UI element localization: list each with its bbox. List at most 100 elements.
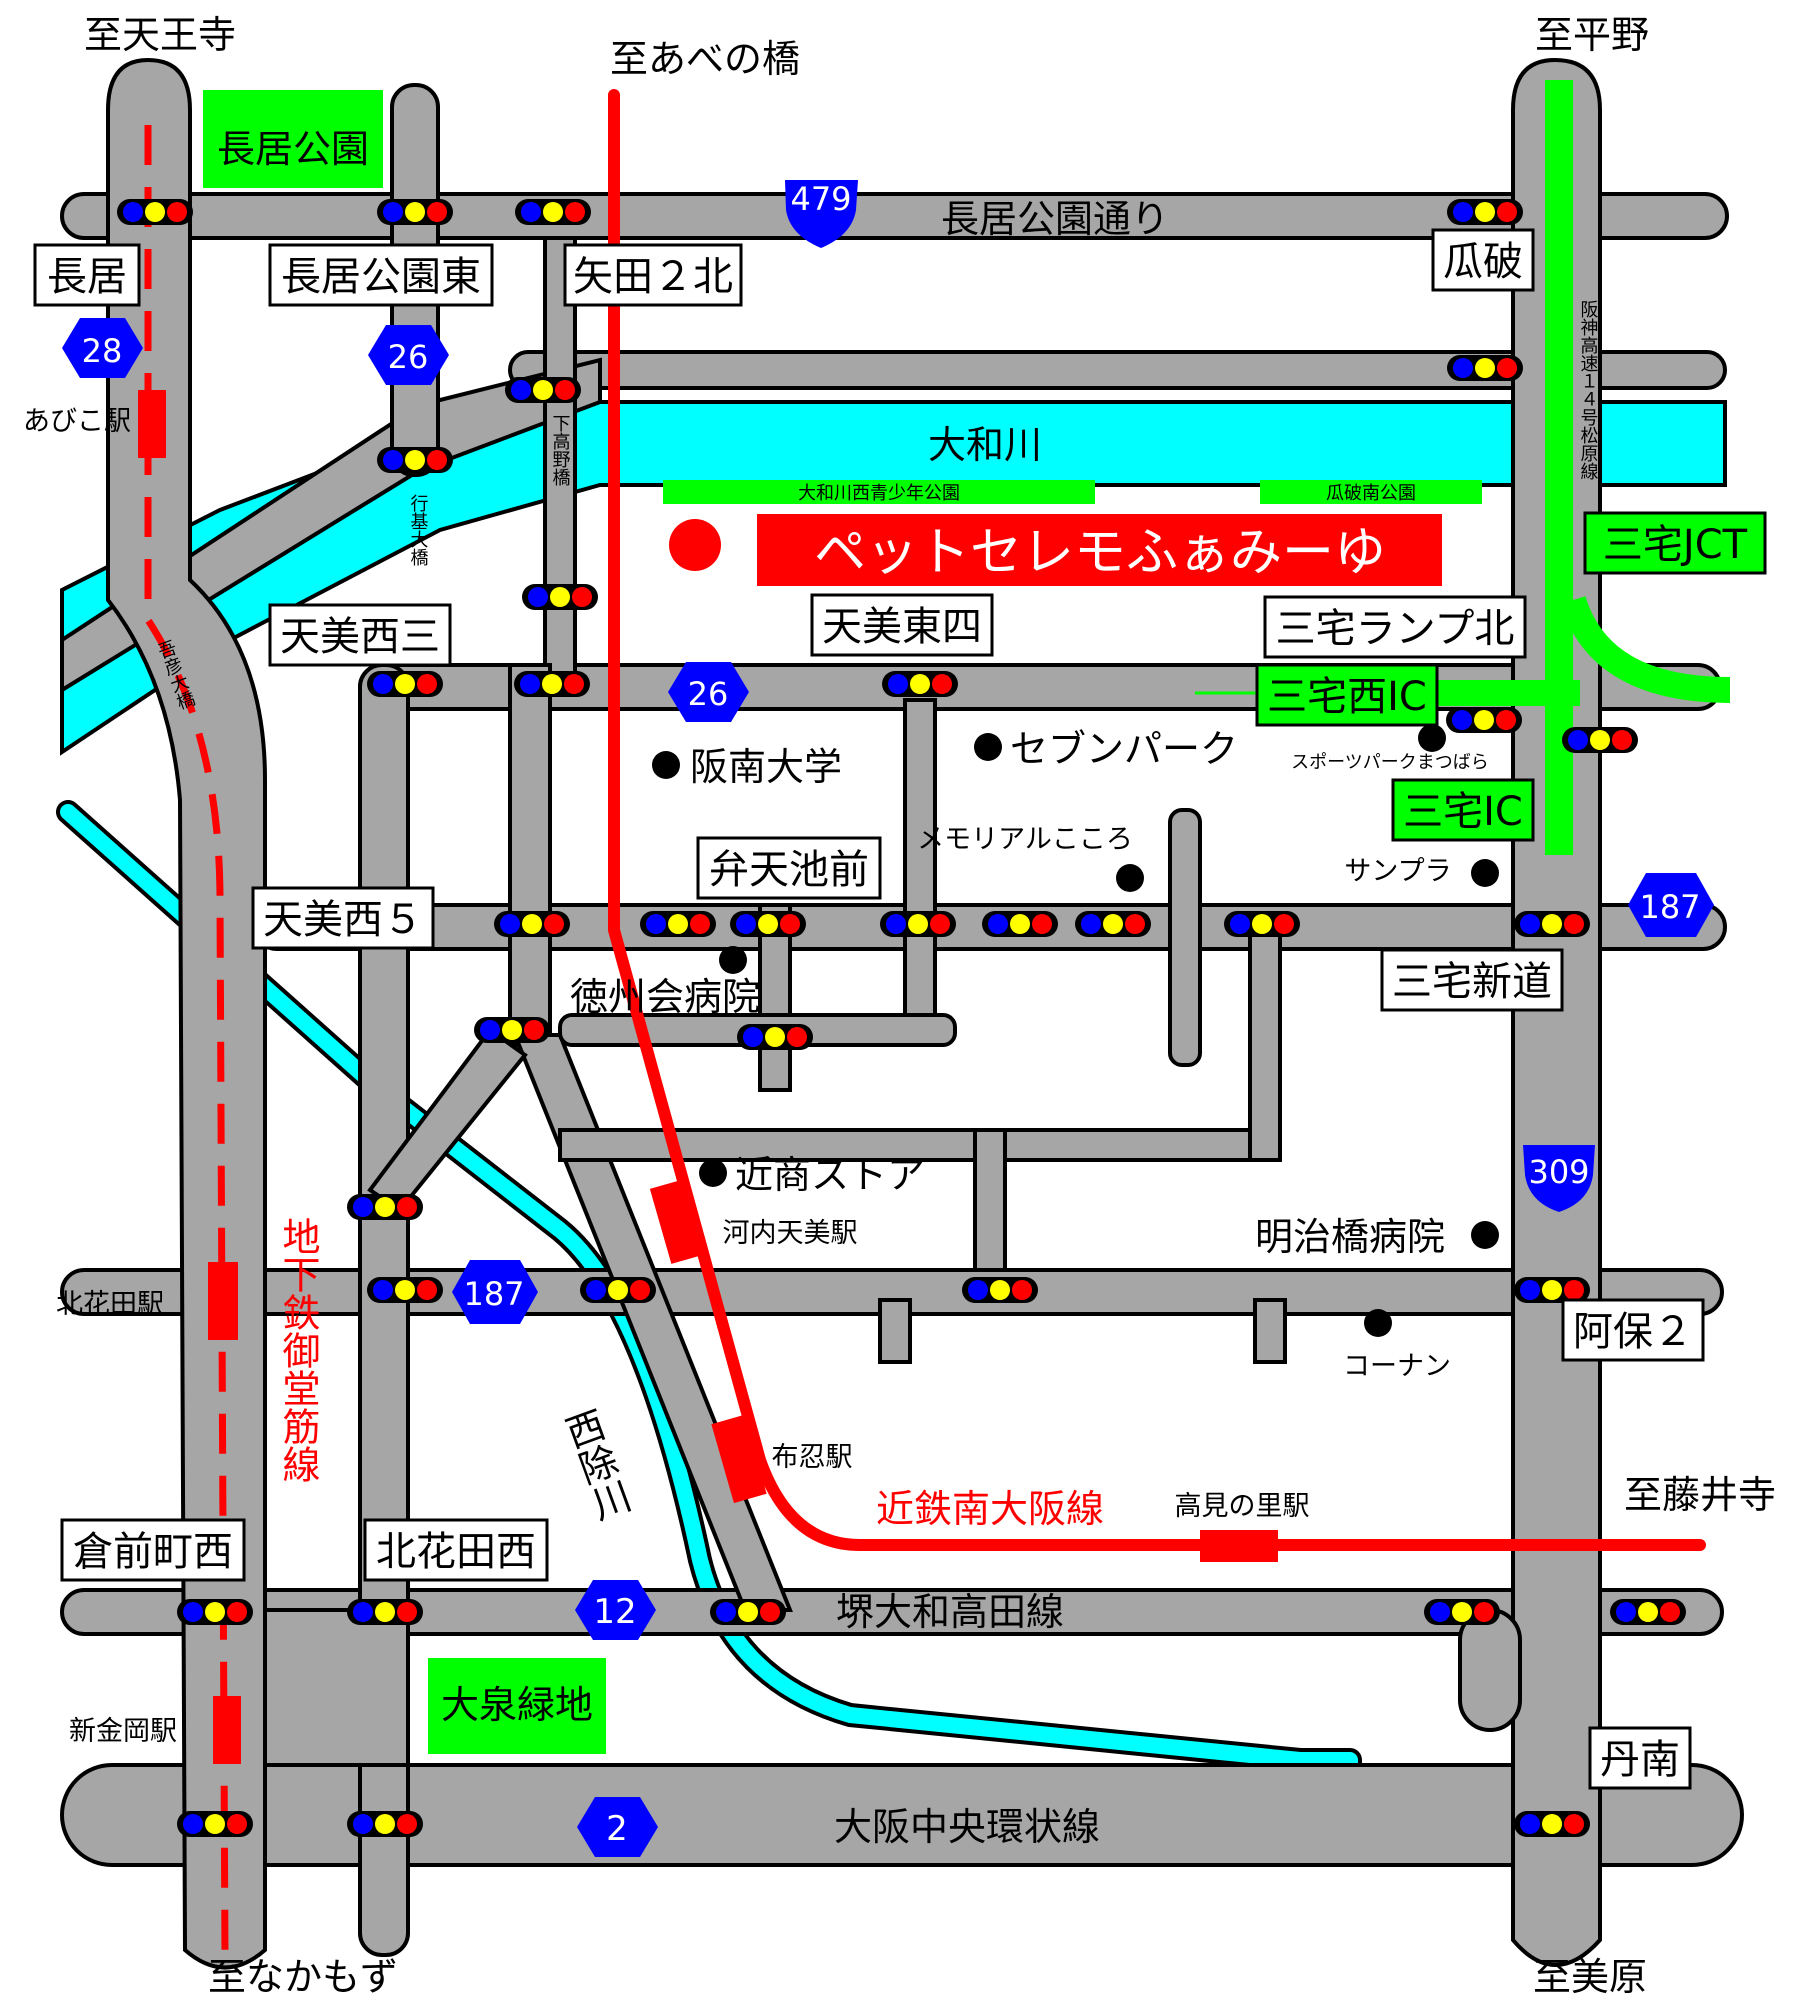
intersection-yata2n: 矢田２北 [573, 254, 733, 300]
traffic-light-icon [1514, 1277, 1590, 1303]
road-central-ring-label: 大阪中央環状線 [834, 1805, 1100, 1849]
intersection-nagai: 長居 [47, 254, 127, 300]
text-labels: 至天王寺 至あべの橋 至平野 至なかもず 至藤井寺 至美原 長居公園 大泉緑地 … [23, 13, 1776, 1999]
intersection-miyake-ramp-north: 三宅ランプ北 [1276, 606, 1515, 652]
dir-fujiidera: 至藤井寺 [1624, 1473, 1776, 1517]
route-28-label: 28 [82, 332, 123, 370]
route-309-label: 309 [1528, 1153, 1589, 1191]
traffic-light-icon [505, 377, 581, 403]
road-mid-vert1 [903, 698, 937, 1042]
intersection-kitahanada-nishi: 北花田西 [376, 1529, 536, 1575]
traffic-light-icon [177, 1811, 253, 1837]
station-kawachi-amami-label: 河内天美駅 [723, 1218, 858, 1249]
park-yamatogawa-west-label: 大和川西青少年公園 [798, 483, 960, 504]
intersection-kuramae-nishi: 倉前町西 [73, 1529, 233, 1575]
route-479-shield: 479 [785, 180, 858, 248]
miyake-ic-label: 三宅IC [1403, 789, 1523, 835]
roads [60, 57, 1744, 1970]
miyake-jct-curve [1560, 595, 1731, 703]
station-nunose-mark [711, 1414, 767, 1504]
traffic-light-icon [730, 911, 806, 937]
road-route309 [1511, 57, 1602, 1967]
route-28-shield: 28 [62, 318, 143, 378]
landmark-tokushukai: 徳州会病院 [570, 975, 760, 1019]
road-nagai-park-st [60, 192, 1729, 240]
intersection-tenmi-nishi3: 天美西三 [280, 614, 440, 660]
road-mid-vert5 [878, 1298, 912, 1364]
traffic-light-icon [962, 1277, 1038, 1303]
route-187-shield-west: 187 [452, 1260, 538, 1324]
station-shinkanaoka-label: 新金岡駅 [69, 1716, 177, 1747]
road-sakai-yamato-takada [60, 1588, 1724, 1636]
kintetsu-line [608, 89, 1706, 1551]
station-kawachi-amami-mark [649, 1180, 703, 1264]
route-shields: 479 28 26 26 187 187 309 12 [62, 180, 1714, 1857]
landmark-seven-park: セブンパーク [1010, 727, 1238, 771]
intersection-tenmi-higashi4: 天美東四 [822, 604, 982, 650]
station-abiko-label: あびこ駅 [23, 406, 131, 437]
traffic-light-icon [710, 1599, 786, 1625]
station-takaminosato-label: 高見の里駅 [1175, 1491, 1310, 1522]
road-mid-vert2 [973, 1128, 1007, 1272]
traffic-light-icon [177, 1599, 253, 1625]
traffic-light-icon [494, 911, 570, 937]
route-2-shield: 2 [577, 1797, 658, 1857]
dir-tennoji: 至天王寺 [84, 13, 236, 57]
destination-marker[interactable]: ペットセレモふぁみーゆ [669, 514, 1442, 586]
subway-midosuji-line [144, 125, 229, 1961]
traffic-light-icon [347, 1599, 423, 1625]
destination-dot [669, 519, 721, 571]
traffic-light-icon [117, 199, 193, 225]
traffic-light-icon [377, 447, 453, 473]
intersection-labels: 長居 長居公園東 矢田２北 瓜破 天美西三 天美東四 三宅ランプ北 弁天池前 天… [33, 228, 1705, 1790]
traffic-light-icon [1447, 355, 1523, 381]
landmark-memorial: メモリアルこころ [917, 824, 1133, 855]
traffic-light-icon [1424, 1599, 1500, 1625]
dir-nakamozu: 至なかもず [208, 1955, 398, 1999]
road-mid-vert3 [1248, 928, 1282, 1162]
traffic-light-icon [347, 1811, 423, 1837]
destination-label: ペットセレモふぁみーゆ [814, 523, 1386, 583]
traffic-light-icon [580, 1277, 656, 1303]
yamato-river-label: 大和川 [928, 423, 1042, 467]
route-187-west-label: 187 [463, 1275, 524, 1313]
dir-abenobashi: 至あべの橋 [610, 37, 800, 81]
landmark-kinsho: 近商ストア [735, 1153, 925, 1197]
hanshin-expressway-14 [1545, 80, 1573, 855]
subway-line-label: 地下鉄御堂筋線 [276, 1217, 320, 1483]
station-kitahanada-mark [208, 1262, 238, 1340]
landmark-sports-park: スポーツパークまつばら [1291, 752, 1489, 773]
traffic-light-icon [1514, 1811, 1590, 1837]
traffic-light-icon [347, 1194, 423, 1220]
route-26-shield-north: 26 [368, 325, 449, 385]
expressway-name-label: 阪神高速１４号松原線 [1578, 300, 1599, 480]
landmark-meijibashi: 明治橋病院 [1255, 1215, 1445, 1259]
road-nagai-park-st-label: 長居公園通り [941, 197, 1169, 241]
intersection-abo2: 阿保２ [1573, 1309, 1693, 1355]
route-479-label: 479 [790, 180, 851, 218]
station-shinkanaoka-mark [213, 1696, 241, 1764]
miyake-jct-label: 三宅JCT [1603, 522, 1748, 568]
intersection-tannan: 丹南 [1600, 1737, 1680, 1783]
traffic-light-icon [640, 911, 716, 937]
route-187-east-label: 187 [1639, 888, 1700, 926]
route-26-north-label: 26 [388, 338, 429, 376]
traffic-light-icon [515, 199, 591, 225]
parks [203, 90, 1482, 1754]
intersection-nagai-park-east: 長居公園東 [281, 254, 481, 300]
destination-label-bg [757, 514, 1442, 586]
kintetsu-line-label: 近鉄南大阪線 [876, 1487, 1104, 1531]
route-309-shield: 309 [1523, 1145, 1595, 1212]
nagai-park [203, 90, 383, 188]
traffic-light-icon [514, 671, 590, 697]
dir-mihara: 至美原 [1533, 1955, 1647, 1999]
route-187-shield-east: 187 [1628, 873, 1714, 937]
traffic-light-icon [1447, 199, 1523, 225]
traffic-light-icon [1514, 911, 1590, 937]
traffic-light-icon [1610, 1599, 1686, 1625]
route-12-label: 12 [593, 1592, 636, 1632]
intersection-uryuwari: 瓜破 [1443, 239, 1523, 285]
road-upper-riverside [508, 350, 1727, 390]
traffic-light-icon [522, 584, 598, 610]
